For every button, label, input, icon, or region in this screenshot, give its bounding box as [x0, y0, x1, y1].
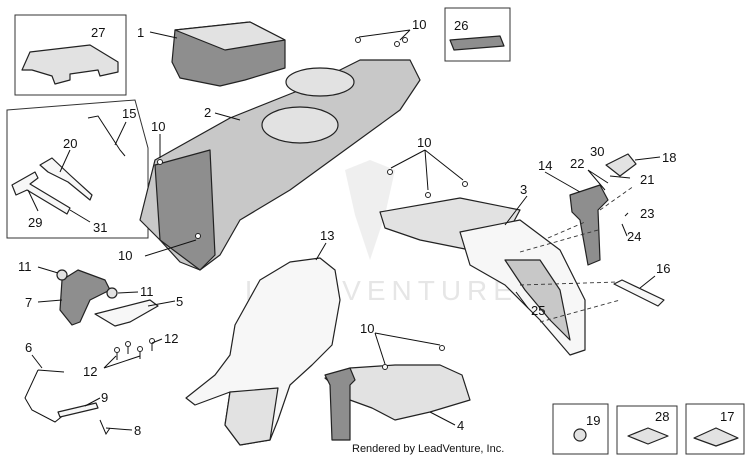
- part-14-plate-holder: [569, 184, 609, 266]
- kit-frame-27: [14, 14, 127, 96]
- callout-10-left: 10: [151, 119, 165, 134]
- part-1-cover-top: [174, 21, 286, 51]
- part-8-clip: [99, 419, 111, 436]
- callout-27: 27: [91, 25, 105, 40]
- callout-10-side: 10: [118, 248, 132, 263]
- callout-12-lower: 12: [83, 364, 97, 379]
- callout-26: 26: [454, 18, 468, 33]
- callout-10-bracket: 10: [417, 135, 431, 150]
- kit-frame-19: [552, 403, 609, 455]
- callout-3: 3: [520, 182, 527, 197]
- part-17-clip: [693, 427, 739, 447]
- part-13-splash-guard: [185, 257, 341, 446]
- callout-10-top: 10: [412, 17, 426, 32]
- kit-frame-28: [616, 405, 678, 455]
- callout-12-upper: 12: [164, 331, 178, 346]
- kit-frame-17: [685, 403, 745, 455]
- part-28-box: [616, 405, 678, 455]
- part-16-reflector-strip: [613, 279, 665, 307]
- part-25-mudguard-inner: [504, 259, 571, 341]
- assembly-lines: [519, 185, 635, 323]
- part-2-tank-recess: [261, 106, 339, 144]
- callout-1: 1: [137, 25, 144, 40]
- callout-4: 4: [457, 418, 464, 433]
- part-4-post: [324, 367, 356, 441]
- part-4-under-tray: [324, 364, 471, 421]
- callout-29: 29: [28, 215, 42, 230]
- callout-30: 30: [590, 144, 604, 159]
- callout-11-lower: 11: [140, 284, 154, 299]
- part-20-screwdriver: [39, 157, 93, 201]
- part-2-side-box: [154, 149, 216, 271]
- tool-kit-box: [6, 99, 149, 239]
- callout-22: 22: [570, 156, 584, 171]
- callout-labels: 1 2 3 4 5 6 7 8 9 10 10 10 10 10 11 11 1…: [18, 17, 734, 438]
- callout-5: 5: [176, 294, 183, 309]
- callout-20: 20: [63, 136, 77, 151]
- part-5-latch: [94, 299, 159, 327]
- part-27-box: [14, 14, 127, 96]
- callout-8: 8: [134, 423, 141, 438]
- callout-25: 25: [531, 303, 545, 318]
- part-15-allen-key: [87, 115, 126, 157]
- callout-18: 18: [662, 150, 676, 165]
- callout-23: 23: [640, 206, 654, 221]
- part-26-box: [444, 7, 511, 62]
- part-11-bushing-lower: [106, 287, 118, 299]
- part-11-bushing-upper: [56, 269, 68, 281]
- part-17-box: [685, 403, 745, 455]
- leader-lines: [27, 29, 661, 431]
- callout-11-upper: 11: [18, 259, 32, 274]
- callout-9: 9: [101, 390, 108, 405]
- kit-frame-26: [444, 7, 511, 62]
- callout-31: 31: [93, 220, 107, 235]
- part-26-pad: [449, 35, 505, 51]
- callout-13: 13: [320, 228, 334, 243]
- part-19-box: [552, 403, 609, 455]
- part-27-bracket: [21, 44, 119, 85]
- part-9-pin: [57, 402, 99, 418]
- part-2-fuel-opening: [285, 67, 355, 97]
- part-6-hook: [24, 369, 71, 423]
- callout-16: 16: [656, 261, 670, 276]
- part-12-screws: [114, 338, 155, 360]
- callout-17: 17: [720, 409, 734, 424]
- callout-14: 14: [538, 158, 552, 173]
- part-30-lamp: [605, 153, 637, 177]
- part-19-grommet: [573, 428, 587, 442]
- part-28-clip: [627, 427, 669, 445]
- render-credit: Rendered by LeadVenture, Inc.: [352, 443, 504, 455]
- callout-7: 7: [25, 295, 32, 310]
- part-7-hinge: [59, 269, 111, 326]
- callout-6: 6: [25, 340, 32, 355]
- callout-28: 28: [655, 409, 669, 424]
- callout-15: 15: [122, 106, 136, 121]
- callout-24: 24: [627, 229, 641, 244]
- part-13-guard-lower: [224, 387, 279, 446]
- callout-21: 21: [640, 172, 654, 187]
- callout-10-tray: 10: [360, 321, 374, 336]
- part-29-t-wrench: [11, 171, 71, 215]
- callout-2: 2: [204, 105, 211, 120]
- callout-19: 19: [586, 413, 600, 428]
- screw-markers: [157, 37, 468, 370]
